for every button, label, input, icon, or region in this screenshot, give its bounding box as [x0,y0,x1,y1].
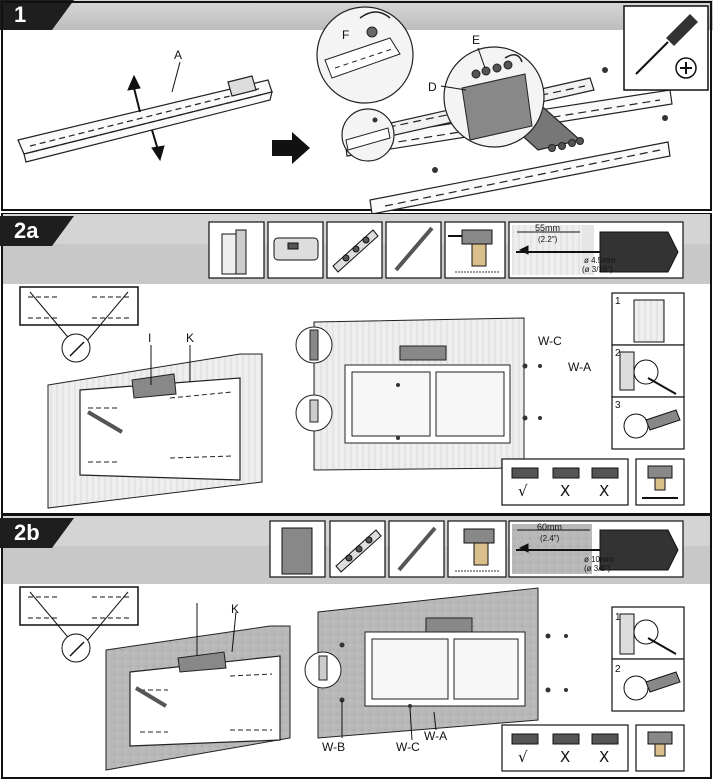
label-i: I [148,331,152,345]
label-w-a-2b: W-A [424,729,448,743]
screws-assembly [372,67,668,173]
label-w-a: W-A [568,360,592,374]
drill-dia-mm-2a: ø 4.5mm [584,256,616,265]
drill-depth-in-2b: (2.4") [540,534,560,543]
template-diagram-2b [19,586,139,663]
level-mark-2b-1: √ [518,748,528,766]
label-d: D [428,80,437,94]
level-check-2a [501,458,685,506]
screws-2b [339,633,568,708]
label-w-c: W-C [538,334,562,348]
pencil-icon [385,221,442,279]
spirit-level-icon [326,221,383,279]
wall-rail-a [17,75,273,163]
step-2b-tab-slant [52,518,74,548]
substep-2b-2: 2 [615,664,621,675]
screw-f-icon [366,26,378,38]
drill-depth-mm-2a: 55mm [535,223,561,233]
label-k-2b: K [231,602,240,616]
drill-depth-diagram-2a [508,221,684,279]
step-2a-tab-slant [52,216,74,246]
anchor-zoom-2a [295,326,333,432]
drill-dia-in-2b: (ø 3/8") [584,564,611,573]
label-k: K [186,331,195,345]
step-2a-number: 2a [0,216,52,246]
template-diagram-2a [19,286,139,363]
substep-boxes-2b [611,606,685,712]
drill-depth-mm-2b: 60mm [537,522,563,532]
drill-dia-in-2a: (ø 3/16") [582,265,613,274]
label-w-b-2b: W-B [322,740,346,754]
move-arrows [127,74,165,162]
drill-dia-mm-2b: ø 10mm [584,555,614,564]
stud-finder-icon [267,221,324,279]
level-mark-2a-1: √ [518,482,528,500]
screws-2a [396,363,542,440]
substep-2a-1: 1 [615,296,621,307]
level-mark-2a-3: X [599,482,610,500]
concrete-wall-icon [269,520,326,578]
level-mark-2a-2: X [560,482,571,500]
power-drill-icon [444,221,506,279]
step-1-border [1,1,712,211]
step-1-number: 1 [0,0,52,30]
mounted-bracket-2a [344,345,511,444]
drill-depth-in-2a: (2.2") [538,235,558,244]
power-drill-icon-2b [447,520,507,578]
anchor-zoom-2b [304,651,342,689]
substep-boxes-2a [611,292,685,450]
pencil-icon-2b [388,520,445,578]
label-a: A [174,48,183,62]
spirit-level-icon-2b [329,520,386,578]
bolts-e [471,60,513,79]
level-check-2b [501,724,685,772]
step-1-tab-slant [52,0,74,30]
leader-a [171,61,181,93]
level-mark-2b-3: X [599,748,610,766]
substep-2b-1: 1 [615,612,621,623]
label-w-c-2b: W-C [396,740,420,754]
drill-depth-diagram-2b [508,520,684,578]
wood-stud-wall-icon [208,221,265,279]
substep-2a-2: 2 [615,348,621,359]
concrete-wall-2b [105,625,291,771]
stud-wall-2a [47,353,263,509]
level-mark-2b-2: X [560,748,571,766]
substep-2a-3: 3 [615,400,621,411]
phillips-screwdriver-icon [635,14,698,79]
mounted-bracket-2b [364,617,526,707]
tool-box [623,5,709,91]
next-arrow [272,132,310,164]
label-e: E [472,33,481,47]
step-2b-number: 2b [0,518,52,548]
label-f: F [342,28,350,42]
